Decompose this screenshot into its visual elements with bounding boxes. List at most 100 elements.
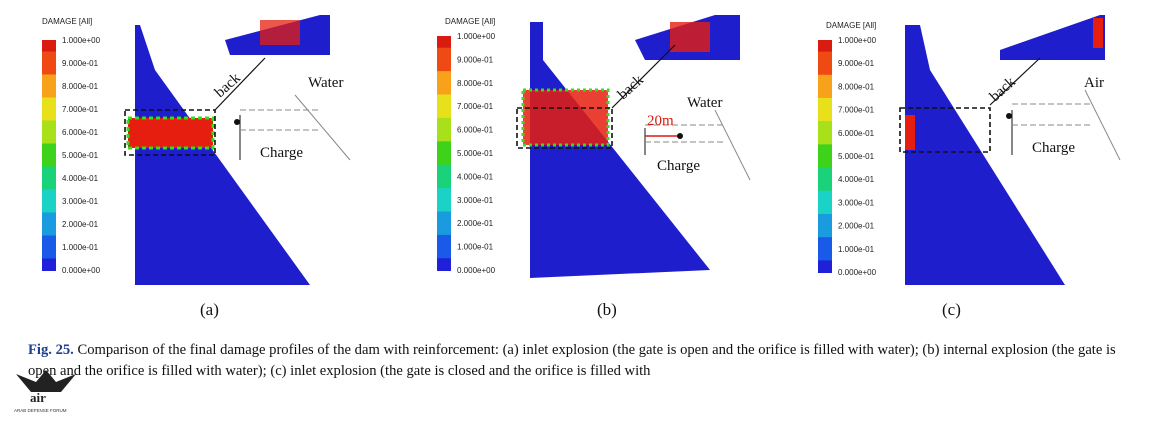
colorbar-tick-label: 2.000e-01 xyxy=(457,219,494,228)
damage-zone xyxy=(128,118,213,148)
charge-label: Charge xyxy=(657,158,700,174)
colorbar-tick-label: 5.000e-01 xyxy=(838,152,875,161)
colorbar-tick-label: 7.000e-01 xyxy=(838,106,875,115)
medium-label: Water xyxy=(687,95,722,111)
colorbar-band xyxy=(818,98,832,123)
charge-dot xyxy=(677,133,683,139)
colorbar-band xyxy=(42,120,56,145)
dam-body xyxy=(530,22,710,278)
colorbar-band xyxy=(818,144,832,169)
colorbar-tick-label: 9.000e-01 xyxy=(62,59,99,68)
panel-label: (a) xyxy=(200,300,219,319)
colorbar-tick-label: 0.000e+00 xyxy=(457,266,496,275)
colorbar-band xyxy=(818,74,832,99)
colorbar-band xyxy=(42,258,56,271)
colorbar-band xyxy=(818,40,832,53)
colorbar-band xyxy=(818,167,832,192)
colorbar-tick-label: 1.000e+00 xyxy=(838,36,877,45)
svg-text:air: air xyxy=(30,390,46,405)
colorbar-band xyxy=(818,190,832,215)
colorbar-band xyxy=(42,166,56,191)
colorbar-band xyxy=(42,51,56,76)
colorbar-tick-label: 4.000e-01 xyxy=(62,174,99,183)
colorbar-band xyxy=(818,121,832,146)
panel-c-figure: DAMAGE [All] 1.000e+009.000e-018.000e-01… xyxy=(818,15,1121,285)
colorbar-tick-label: 1.000e-01 xyxy=(838,245,875,254)
panel-label: (b) xyxy=(597,300,617,319)
colorbar: 1.000e+009.000e-018.000e-017.000e-016.00… xyxy=(437,32,496,275)
colorbar-band xyxy=(818,237,832,262)
zoom-box xyxy=(899,107,991,153)
colorbar-band xyxy=(42,40,56,53)
colorbar-band xyxy=(42,97,56,122)
colorbar-band xyxy=(42,235,56,260)
colorbar-band xyxy=(437,47,451,73)
inset-view xyxy=(1000,15,1105,60)
colorbar-tick-label: 2.000e-01 xyxy=(838,222,875,231)
damage-zone xyxy=(905,115,915,150)
inset-damage xyxy=(1093,18,1103,48)
zoom-box xyxy=(516,107,613,149)
colorbar-band xyxy=(818,214,832,239)
panel-label: (c) xyxy=(942,300,961,319)
zoom-box xyxy=(124,109,216,156)
colorbar-tick-label: 7.000e-01 xyxy=(62,105,99,114)
inset-damage xyxy=(670,22,710,52)
damage-fringe xyxy=(521,88,610,147)
colorbar-band xyxy=(42,143,56,168)
dam-face-line xyxy=(294,94,351,161)
colorbar-band xyxy=(437,164,451,190)
charge-dot xyxy=(1006,113,1012,119)
dam-body xyxy=(905,25,1065,285)
colorbar-tick-label: 5.000e-01 xyxy=(62,151,99,160)
zoom-arrow xyxy=(989,57,1041,106)
colorbar-title: DAMAGE [All] xyxy=(826,21,876,30)
colorbar-tick-label: 1.000e+00 xyxy=(62,36,101,45)
colorbar-tick-label: 8.000e-01 xyxy=(457,79,494,88)
colorbar-tick-label: 1.000e+00 xyxy=(457,32,496,41)
colorbar-tick-label: 5.000e-01 xyxy=(457,149,494,158)
colorbar-tick-label: 2.000e-01 xyxy=(62,220,99,229)
depth-label: 20m xyxy=(647,113,674,129)
damage-zone xyxy=(523,90,608,145)
back-label: back xyxy=(615,72,647,103)
colorbar-tick-label: 3.000e-01 xyxy=(457,196,494,205)
figure-number: Fig. 25. xyxy=(28,342,74,358)
colorbar-tick-label: 9.000e-01 xyxy=(457,55,494,64)
colorbar-band xyxy=(437,141,451,166)
colorbar-band xyxy=(437,211,451,236)
charge-label: Charge xyxy=(260,145,303,161)
colorbar-tick-label: 6.000e-01 xyxy=(457,126,494,135)
zoom-arrow xyxy=(214,57,266,111)
colorbar-tick-label: 4.000e-01 xyxy=(457,172,494,181)
colorbar: 1.000e+009.000e-018.000e-017.000e-016.00… xyxy=(42,36,101,275)
colorbar-tick-label: 0.000e+00 xyxy=(838,268,877,277)
inset-damage xyxy=(260,20,300,45)
dam-face-line xyxy=(714,109,751,181)
back-label: back xyxy=(987,74,1019,105)
colorbar-tick-label: 8.000e-01 xyxy=(838,82,875,91)
colorbar-band xyxy=(818,260,832,273)
figure-caption: Fig. 25. Comparison of the final damage … xyxy=(28,340,1138,382)
colorbar-tick-label: 1.000e-01 xyxy=(457,243,494,252)
colorbar-band xyxy=(437,94,451,119)
colorbar-band xyxy=(437,258,451,271)
colorbar-tick-label: 3.000e-01 xyxy=(62,197,99,206)
colorbar-band xyxy=(42,74,56,99)
colorbar-tick-label: 1.000e-01 xyxy=(62,243,99,252)
caption-text: Comparison of the final damage profiles … xyxy=(28,342,1116,379)
panel-b-figure: DAMAGE [All] 1.000e+009.000e-018.000e-01… xyxy=(437,15,751,278)
logo-text: ARAB DEFENSE FORUM xyxy=(14,408,67,413)
colorbar-band xyxy=(437,234,451,260)
colorbar-band xyxy=(42,212,56,237)
damage-fringe xyxy=(126,116,215,150)
dam-body xyxy=(135,25,310,285)
colorbar: 1.000e+009.000e-018.000e-017.000e-016.00… xyxy=(818,36,877,277)
colorbar-tick-label: 6.000e-01 xyxy=(62,128,99,137)
charge-label: Charge xyxy=(1032,140,1075,156)
colorbar-tick-label: 4.000e-01 xyxy=(838,175,875,184)
medium-label: Air xyxy=(1084,75,1104,91)
logo-emblem: air ARAB DEFENSE FORUM xyxy=(14,370,76,413)
colorbar-band xyxy=(437,71,451,96)
